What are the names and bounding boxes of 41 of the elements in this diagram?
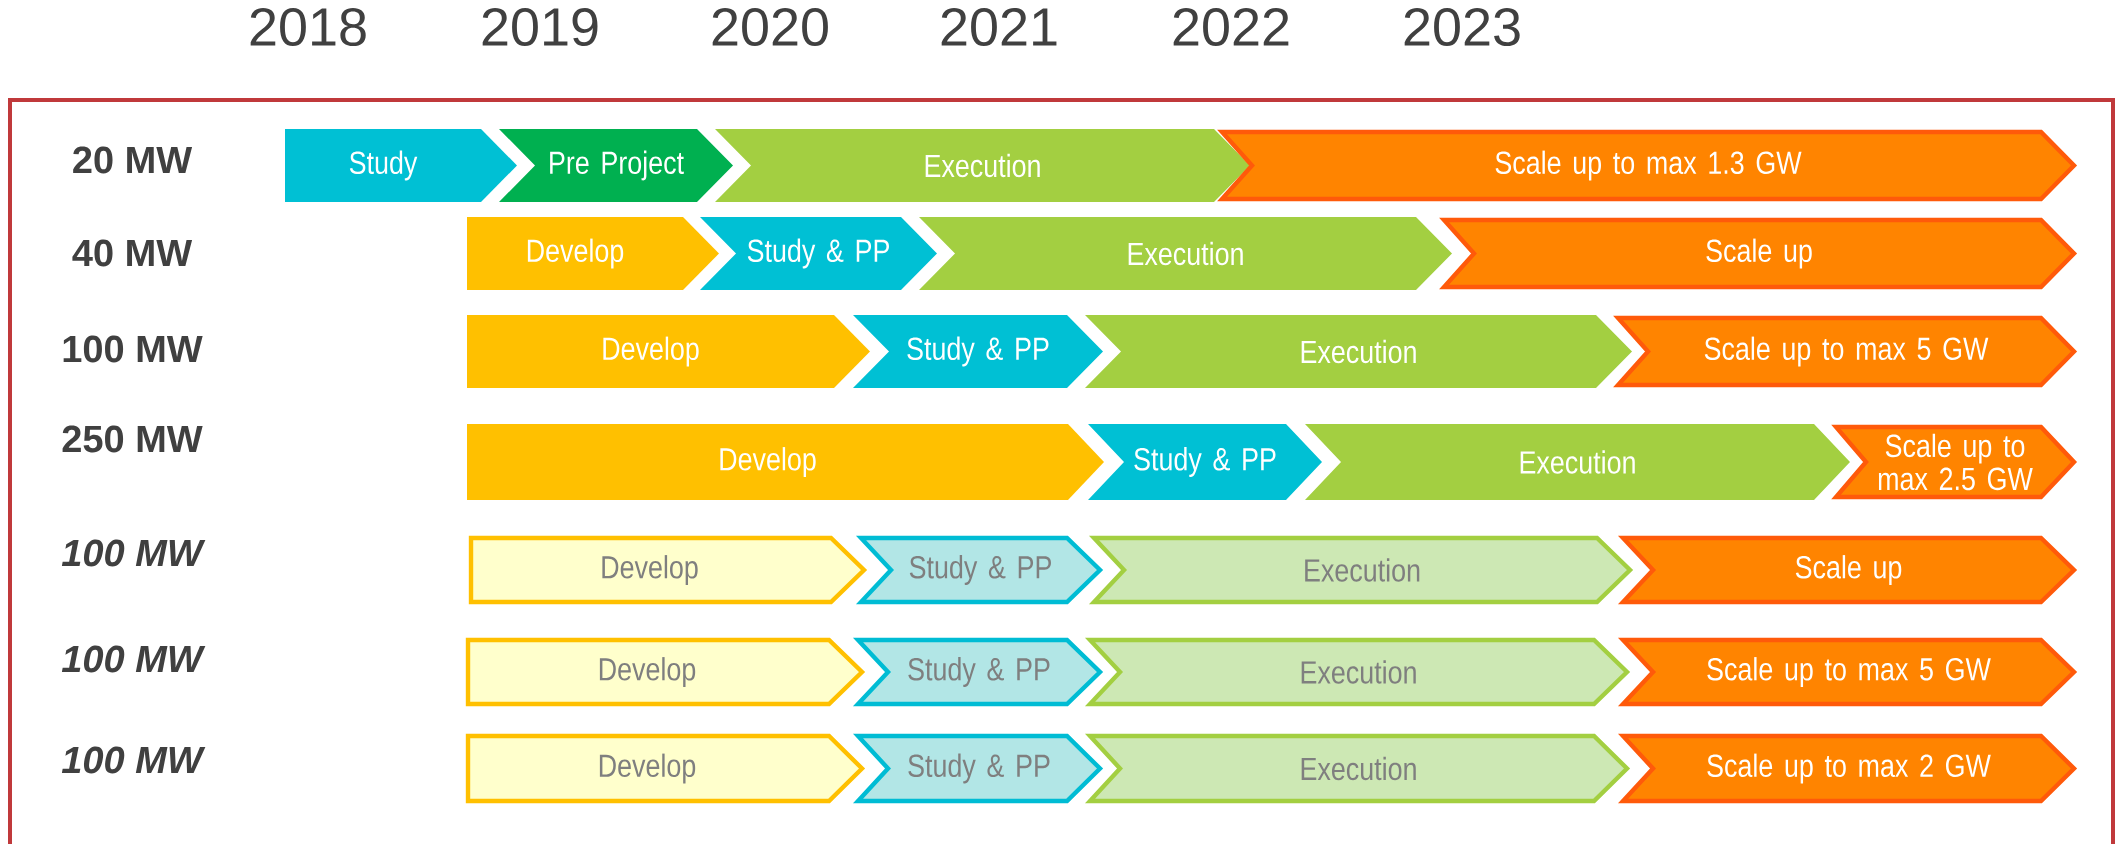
phase-bar: Study & PP (853, 315, 1103, 388)
year-label: 2019 (482, 7, 598, 47)
phase-bar: Execution (1085, 733, 1631, 804)
phase-bar: Scale up to max 1.3 GW (1217, 129, 2078, 202)
year-label: 2020 (712, 7, 828, 47)
capacity-label: 250 MW (62, 425, 203, 453)
phase-bar: Scale up (1617, 535, 2078, 605)
phase-bar: Execution (1088, 535, 1634, 605)
year-label: 2023 (1404, 7, 1520, 47)
year-label: 2021 (941, 7, 1057, 47)
phase-bar: Scale up to max 5 GW (1613, 315, 2078, 388)
phase-bar: Scale up to max 2 GW (1618, 733, 2078, 804)
phase-bar: Study & PP (852, 637, 1104, 707)
phase-bar: Scale up to max 2.5 GW (1831, 424, 2078, 500)
phase-bar: Pre Project (499, 129, 733, 202)
capacity-label: 20 MW (73, 146, 193, 174)
phase-bar: Study & PP (1088, 424, 1322, 500)
phase-bar: Develop (465, 637, 866, 707)
phase-bar: Study & PP (700, 217, 937, 290)
phase-bar: Scale up to max 5 GW (1617, 637, 2078, 707)
phase-bar: Study (285, 129, 517, 202)
capacity-label: 40 MW (72, 239, 193, 267)
year-label: 2018 (250, 7, 366, 47)
phase-bar: Study & PP (853, 733, 1104, 804)
phase-bar: Scale up (1439, 217, 2078, 290)
phase-bar: Execution (715, 129, 1250, 202)
capacity-label: 100 MW (61, 746, 206, 774)
year-label: 2022 (1173, 7, 1289, 47)
phase-bar: Develop (467, 217, 719, 290)
phase-bar: Develop (467, 315, 870, 388)
phase-bar: Execution (1084, 637, 1631, 707)
phase-bar: Develop (465, 733, 866, 804)
phase-bar: Develop (467, 424, 1104, 500)
phase-bar: Execution (1305, 424, 1850, 500)
capacity-label: 100 MW (63, 335, 203, 363)
phase-bar: Execution (919, 217, 1452, 290)
capacity-label: 100 MW (61, 539, 206, 567)
capacity-label: 100 MW (61, 645, 206, 673)
phase-bar: Develop (468, 535, 868, 605)
phase-bar: Execution (1085, 315, 1632, 388)
phase-bar: Study & PP (855, 535, 1104, 605)
